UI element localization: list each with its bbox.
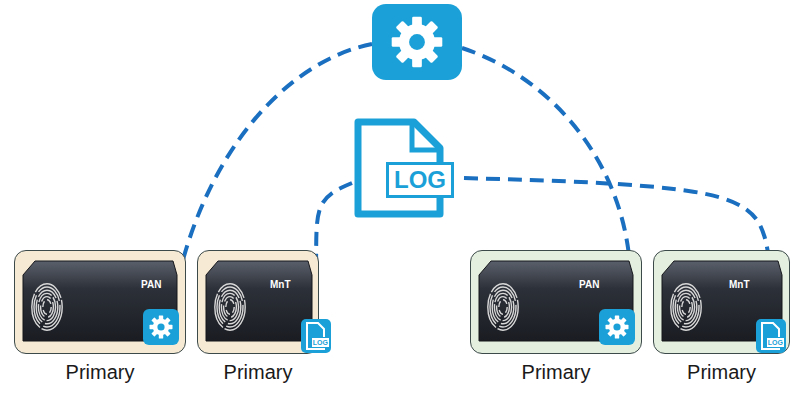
node-art xyxy=(15,251,185,353)
role-label: Primary xyxy=(654,361,789,384)
log-text: LOG xyxy=(766,337,785,348)
document-fold xyxy=(412,122,440,150)
appliance-label: MnT xyxy=(270,279,291,290)
log-badge-bg xyxy=(301,319,331,353)
appliance-box: MnTPrimaryLOG xyxy=(197,250,319,354)
node-art xyxy=(471,251,641,353)
role-label: Primary xyxy=(471,361,641,384)
fingerprint-symbol xyxy=(215,284,245,330)
log-text: LOG xyxy=(386,162,454,198)
appliance-label: PAN xyxy=(141,279,161,290)
log-badge: LOG xyxy=(756,319,786,353)
appliance-image xyxy=(479,261,633,341)
log-badge-bg xyxy=(756,319,786,353)
fingerprint-symbol xyxy=(671,284,701,330)
role-label: Primary xyxy=(15,361,185,384)
fingerprint-symbol xyxy=(32,284,62,330)
node-art xyxy=(198,251,318,353)
settings-badge xyxy=(143,309,179,345)
gear-symbol xyxy=(150,316,173,339)
appliance-box: MnTPrimaryLOG xyxy=(653,250,790,354)
appliance-image xyxy=(206,261,312,341)
log-badge: LOG xyxy=(301,319,331,353)
log-icon: LOG xyxy=(352,118,464,218)
appliance-label: MnT xyxy=(729,279,750,290)
role-label: Primary xyxy=(198,361,318,384)
log-link xyxy=(316,183,352,319)
fingerprint-symbol xyxy=(488,284,518,330)
appliance-image xyxy=(23,261,177,341)
gear-symbol xyxy=(606,316,629,339)
appliance-label: PAN xyxy=(579,279,599,290)
settings-icon xyxy=(372,4,462,80)
gear-symbol xyxy=(392,17,443,68)
settings-badge xyxy=(599,309,635,345)
log-text: LOG xyxy=(311,337,330,348)
appliance-box: PANPrimary xyxy=(470,250,642,354)
appliance-box: PANPrimary xyxy=(14,250,186,354)
